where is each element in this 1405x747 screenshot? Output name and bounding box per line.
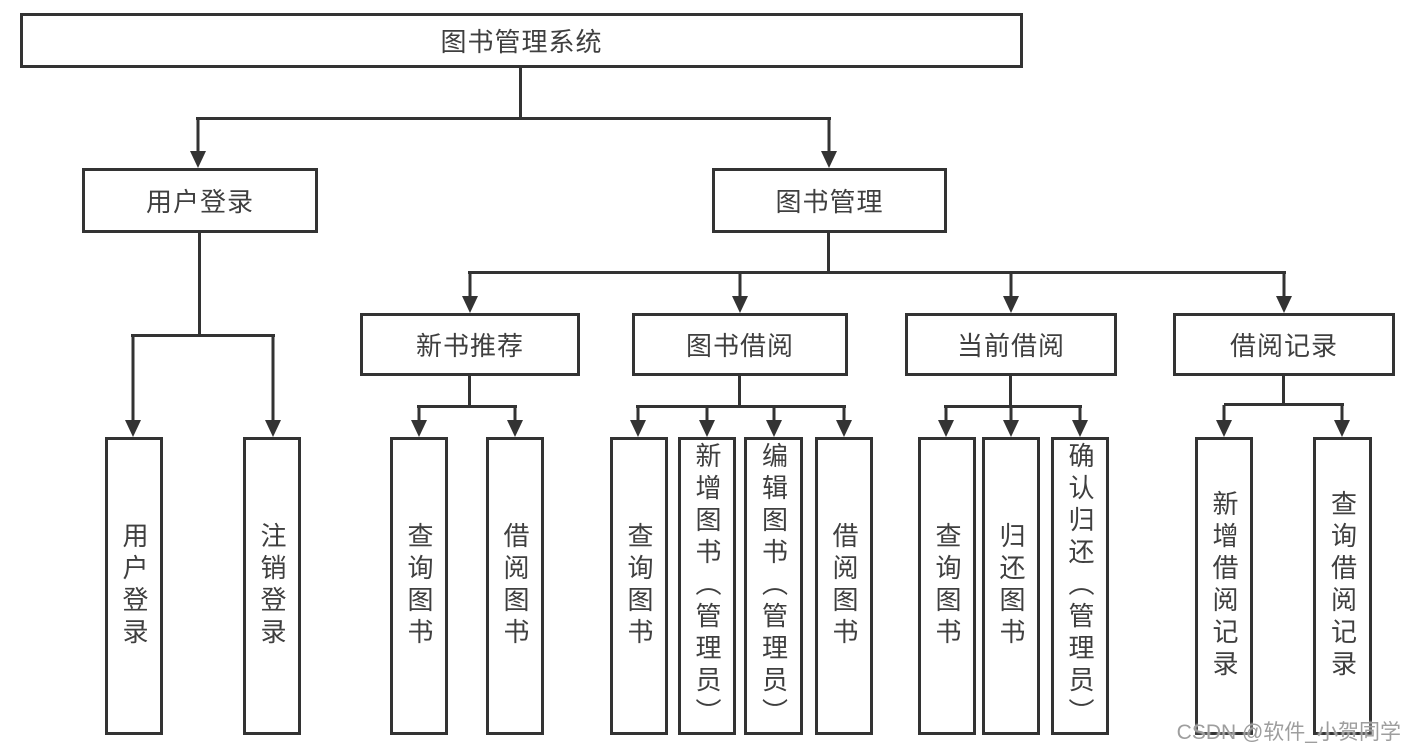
leaf-query-books-3-label: 查询图书 xyxy=(932,522,962,650)
connector-arrow-to-borrow-records xyxy=(1276,273,1292,313)
connector-line-newbook-split xyxy=(417,405,517,408)
leaf-edit-book-admin: 编辑图书（管理员） xyxy=(744,437,803,735)
connector-arrow-to-leaf-user-login xyxy=(125,336,141,437)
connector-line-userlogin-split xyxy=(131,334,275,337)
connector-line-newbook-stem xyxy=(468,376,471,407)
connector-arrow-to-book-borrow xyxy=(732,273,748,313)
leaf-query-books-1: 查询图书 xyxy=(390,437,448,735)
connector-line-bookborrow-split xyxy=(636,405,846,408)
leaf-borrow-books-2-label: 借阅图书 xyxy=(829,522,859,650)
leaf-logout-label: 注销登录 xyxy=(257,522,287,650)
connector-arrow-to-leaf-return-books xyxy=(1003,407,1019,437)
node-current-borrow: 当前借阅 xyxy=(905,313,1117,376)
node-book-borrow: 图书借阅 xyxy=(632,313,848,376)
connector-line-records-stem xyxy=(1282,376,1285,405)
leaf-borrow-books-2: 借阅图书 xyxy=(815,437,873,735)
leaf-borrow-books-1-label: 借阅图书 xyxy=(500,522,530,650)
leaf-user-login-label: 用户登录 xyxy=(119,522,149,650)
leaf-borrow-books-1: 借阅图书 xyxy=(486,437,544,735)
connector-arrow-to-leaf-add-book xyxy=(699,407,715,437)
connector-arrow-to-leaf-confirm-return xyxy=(1072,407,1088,437)
connector-arrow-to-leaf-borrow-books-1 xyxy=(507,407,523,437)
leaf-add-borrow-record-label: 新增借阅记录 xyxy=(1209,490,1239,682)
leaf-logout: 注销登录 xyxy=(243,437,301,735)
connector-arrow-to-leaf-query-books-3 xyxy=(938,407,954,437)
connector-arrow-to-leaf-query-record xyxy=(1334,405,1350,437)
connector-arrow-to-leaf-query-books-2 xyxy=(630,407,646,437)
connector-arrow-to-book-management xyxy=(821,119,837,168)
leaf-user-login: 用户登录 xyxy=(105,437,163,735)
connector-line-root-stem xyxy=(519,68,522,119)
connector-line-currentborrow-split xyxy=(944,405,1082,408)
connector-line-records-split xyxy=(1224,403,1344,406)
csdn-watermark: CSDN @软件_小贺同学 xyxy=(1176,721,1401,744)
connector-line-currentborrow-stem xyxy=(1009,376,1012,407)
leaf-edit-book-admin-label: 编辑图书（管理员） xyxy=(758,442,789,730)
node-new-book-recommend: 新书推荐 xyxy=(360,313,580,376)
connector-arrow-to-leaf-logout xyxy=(265,336,281,437)
leaf-query-books-1-label: 查询图书 xyxy=(404,522,434,650)
node-book-borrow-label: 图书借阅 xyxy=(685,331,794,361)
node-user-login: 用户登录 xyxy=(82,168,318,233)
leaf-query-borrow-record-label: 查询借阅记录 xyxy=(1327,490,1358,682)
connector-line-userlogin-stem xyxy=(198,233,201,336)
leaf-add-book-admin-label: 新增图书（管理员） xyxy=(692,442,722,730)
leaf-return-books-label: 归还图书 xyxy=(996,522,1026,650)
node-user-login-label: 用户登录 xyxy=(145,187,254,217)
node-root-label: 图书管理系统 xyxy=(440,27,603,57)
connector-arrow-to-leaf-query-books-1 xyxy=(411,407,427,437)
node-root: 图书管理系统 xyxy=(20,13,1023,68)
connector-line-level3-split xyxy=(468,271,1286,274)
node-book-management: 图书管理 xyxy=(712,168,947,233)
connector-line-level2-split xyxy=(196,117,831,120)
leaf-query-borrow-record: 查询借阅记录 xyxy=(1313,437,1372,735)
connector-arrow-to-current-borrow xyxy=(1003,273,1019,313)
leaf-add-book-admin: 新增图书（管理员） xyxy=(678,437,736,735)
node-current-borrow-label: 当前借阅 xyxy=(956,331,1065,361)
leaf-confirm-return-admin-label: 确认归还（管理员） xyxy=(1065,442,1095,730)
leaf-confirm-return-admin: 确认归还（管理员） xyxy=(1051,437,1109,735)
connector-arrow-to-leaf-borrow-books-2 xyxy=(836,407,852,437)
node-borrow-records-label: 借阅记录 xyxy=(1229,331,1338,361)
node-borrow-records: 借阅记录 xyxy=(1173,313,1395,376)
leaf-query-books-2: 查询图书 xyxy=(610,437,668,735)
connector-arrow-to-user-login xyxy=(190,119,206,168)
connector-arrow-to-leaf-edit-book xyxy=(766,407,782,437)
node-new-book-recommend-label: 新书推荐 xyxy=(415,331,524,361)
leaf-query-books-3: 查询图书 xyxy=(918,437,976,735)
connector-line-bookborrow-stem xyxy=(738,376,741,407)
connector-line-bookmgmt-stem xyxy=(827,233,830,273)
connector-arrow-to-leaf-add-record xyxy=(1216,405,1232,437)
node-book-management-label: 图书管理 xyxy=(775,187,884,217)
leaf-return-books: 归还图书 xyxy=(982,437,1040,735)
leaf-query-books-2-label: 查询图书 xyxy=(624,522,654,650)
connector-arrow-to-new-book-recommend xyxy=(462,273,478,313)
leaf-add-borrow-record: 新增借阅记录 xyxy=(1195,437,1253,735)
